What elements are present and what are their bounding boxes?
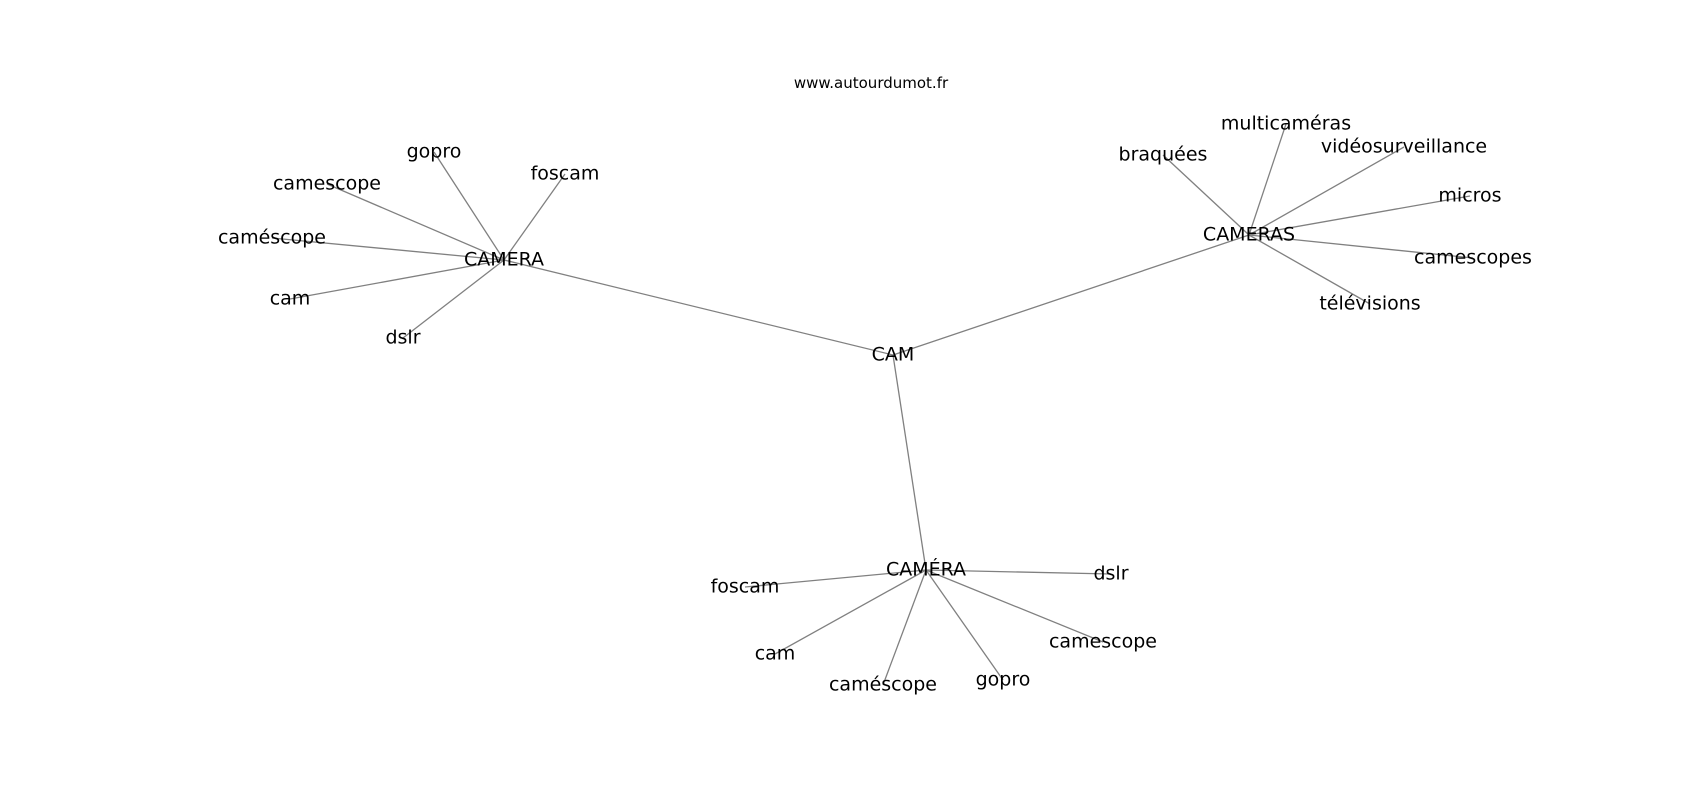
edge-camera-camera_camescope: [326, 183, 505, 261]
edge-cam_root-camera_acc: [892, 354, 927, 571]
node-cameraacc-camescope-acc: caméscope: [829, 674, 937, 696]
node-cameraacc-dslr: dslr: [1093, 563, 1128, 585]
edge-camera-camera_camescope_acc: [271, 237, 505, 261]
edge-cameras-cameras_videosurveillance: [1248, 146, 1405, 236]
node-cameras-micros: micros: [1438, 185, 1501, 207]
edge-camera_acc-cameraacc_cam: [774, 569, 927, 655]
edge-camera_acc-cameraacc_camescope: [925, 569, 1104, 643]
node-cameraacc-foscam: foscam: [711, 576, 780, 598]
edge-camera-camera_dslr: [402, 259, 505, 339]
nodes-layer: CAM CAMERA CAMERAS CAMÉRA gopro foscam camesco…: [218, 113, 1532, 696]
edge-camera_acc-cameraacc_camescope_acc: [882, 569, 927, 686]
edge-camera-camera_foscam: [503, 173, 566, 261]
edge-cameras-cameras_camescopes: [1248, 234, 1474, 259]
node-cameraacc-gopro: gopro: [976, 669, 1031, 691]
edge-camera-camera_cam: [289, 259, 505, 300]
node-camera-camescope-acc: caméscope: [218, 227, 326, 249]
node-cameras-televisions: télévisions: [1319, 293, 1420, 315]
edge-cam_root-cameras: [892, 234, 1250, 356]
node-cameras-multicameras: multicaméras: [1221, 113, 1351, 135]
node-camera-gopro: gopro: [407, 141, 462, 163]
node-cameraacc-cam: cam: [755, 643, 796, 665]
source-watermark: www.autourdumot.fr: [794, 74, 949, 92]
edge-camera_acc-cameraacc_dslr: [925, 569, 1112, 575]
node-cam-root: CAM: [872, 344, 915, 366]
node-cameras-braquees: braquées: [1119, 144, 1208, 166]
node-cameras: CAMERAS: [1203, 224, 1295, 246]
node-cameraacc-camescope: camescope: [1049, 631, 1157, 653]
edge-camera_acc-cameraacc_gopro: [925, 569, 1004, 681]
edge-camera-camera_gopro: [433, 151, 505, 261]
edge-cameras-cameras_televisions: [1248, 234, 1371, 305]
node-camera: CAMERA: [464, 249, 544, 271]
node-camera-cam: cam: [270, 288, 311, 310]
node-cameras-camescopes: camescopes: [1414, 247, 1532, 269]
edge-cameras-cameras_multicameras: [1248, 123, 1287, 236]
edge-cameras-cameras_braquees: [1162, 154, 1250, 236]
edges-layer: [271, 123, 1474, 686]
edge-cameras-cameras_micros: [1248, 195, 1471, 236]
node-camera-foscam: foscam: [531, 163, 600, 185]
node-camera-dslr: dslr: [385, 327, 420, 349]
node-camera-acc: CAMÉRA: [886, 558, 966, 581]
edge-camera_acc-cameraacc_foscam: [744, 569, 927, 588]
edge-cam_root-camera: [503, 259, 894, 356]
node-cameras-videosurveillance: vidéosurveillance: [1321, 136, 1487, 158]
node-camera-camescope: camescope: [273, 173, 381, 195]
